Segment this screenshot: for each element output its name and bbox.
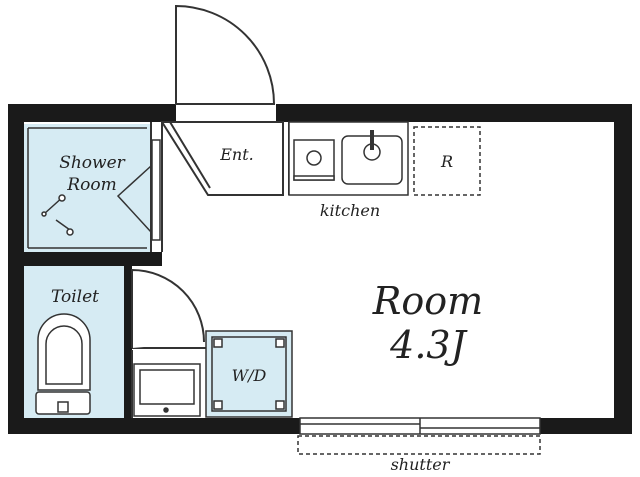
toilet-icon bbox=[35, 313, 91, 415]
toilet-label: Toilet bbox=[51, 287, 99, 307]
wd-pan-icon bbox=[205, 330, 293, 418]
entrance-door-icon bbox=[175, 4, 276, 105]
kitchen-counter bbox=[288, 121, 409, 196]
room-name-label: Room bbox=[372, 279, 483, 323]
outer-walls bbox=[8, 104, 632, 434]
entrance-step bbox=[160, 121, 284, 196]
room-size-label: 4.3J bbox=[389, 323, 467, 367]
washer-label: W/D bbox=[232, 366, 267, 385]
fridge-label: R bbox=[440, 152, 453, 171]
shower-room-floor bbox=[24, 124, 151, 252]
wd-door-icon bbox=[131, 268, 205, 348]
window-icon bbox=[299, 417, 541, 435]
shutter-label: shutter bbox=[391, 455, 451, 474]
wash-basin-icon bbox=[133, 363, 201, 417]
shower-head-icon bbox=[41, 194, 74, 236]
entrance-label: Ent. bbox=[219, 145, 254, 164]
shower-glass-partition bbox=[27, 127, 152, 249]
kitchen-label: kitchen bbox=[320, 201, 380, 220]
shutter-box bbox=[297, 435, 541, 455]
shower-room-label-line1: Shower bbox=[59, 153, 125, 173]
shower-sliding-door bbox=[151, 139, 161, 241]
shower-room-label-line2: Room bbox=[66, 175, 116, 195]
fridge-space-icon bbox=[413, 126, 481, 196]
